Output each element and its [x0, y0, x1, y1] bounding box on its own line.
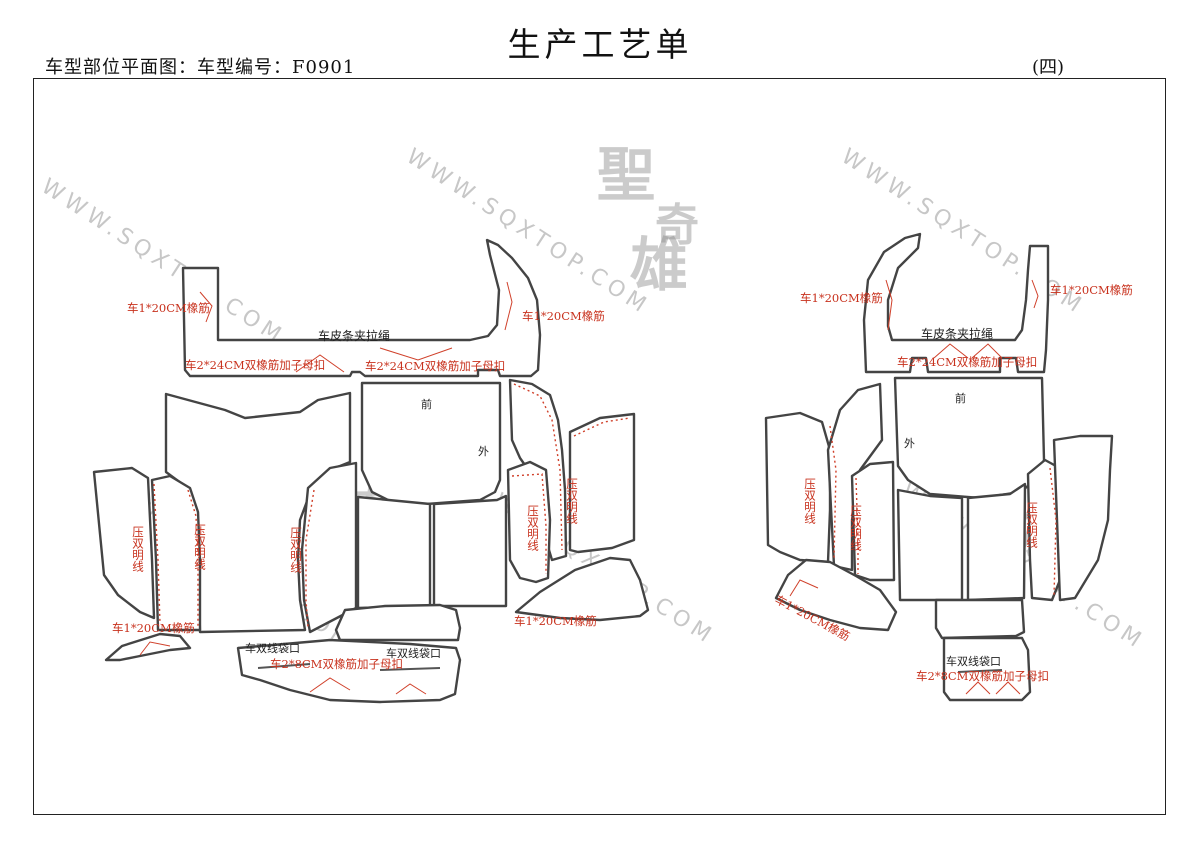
label-elastic-1x20: 车1*20CM橡筋: [1050, 283, 1133, 297]
left-center-tall-piece: [300, 461, 358, 634]
label-double-stitch: 压双明线: [131, 526, 145, 572]
left-far-piece: [92, 466, 156, 620]
label-leather-strip: 车皮条夹拉绳: [318, 328, 390, 343]
center-lower-left-piece: [356, 495, 432, 610]
left-inner-piece: [150, 474, 202, 632]
label-leather-strip: 车皮条夹拉绳: [921, 326, 993, 341]
label-front: 前: [421, 397, 432, 411]
right-far-piece: [568, 412, 636, 554]
watermark-brand: 雄: [630, 231, 688, 299]
page-title: 生产工艺单: [507, 25, 693, 64]
right-far-piece: [1052, 434, 1114, 602]
label-elastic-2x24: 车2*24CM双橡筋加子母扣: [365, 359, 505, 373]
watermark-brand: 奇: [655, 200, 699, 251]
label-elastic-1x20: 车1*20CM橡筋: [522, 309, 605, 323]
watermark-url: WWW.SQXTOP.COM: [37, 174, 290, 350]
bottom-right-blade-piece: [514, 556, 650, 622]
label-elastic-2x8: 车2*8CM双橡筋加子母扣: [916, 669, 1049, 683]
label-pocket: 车双线袋口: [386, 646, 441, 660]
center-lower-right-piece: [432, 494, 508, 608]
label-outside: 外: [478, 445, 489, 458]
right-inner-piece: [506, 460, 552, 584]
label-pocket: 车双线袋口: [946, 654, 1001, 668]
label-front: 前: [955, 391, 966, 405]
label-double-stitch: 压双明线: [526, 505, 540, 551]
front-floor-piece: [893, 376, 1046, 500]
left-far-piece: [764, 411, 832, 564]
label-elastic-1x20: 车1*20CM橡筋: [112, 621, 195, 635]
drawing-frame: [33, 78, 1166, 815]
bottom-strip-piece: [942, 636, 1032, 702]
watermark-brand: 聖: [597, 141, 655, 209]
label-double-stitch: 压双明线: [1025, 502, 1039, 548]
bottom-left-blade-piece: [774, 558, 898, 632]
center-tunnel-piece: [934, 598, 1026, 640]
label-double-stitch: 压双明线: [565, 478, 579, 524]
label-double-stitch: 压双明线: [193, 524, 207, 570]
label-elastic-1x20: 车1*20CM橡筋: [127, 301, 210, 315]
page-number: (四): [1032, 57, 1065, 78]
label-elastic-1x20: 车1*20CM橡筋: [514, 614, 597, 628]
label-double-stitch: 压双明线: [803, 478, 817, 524]
label-elastic-2x24: 车2*24CM双橡筋加子母扣: [185, 358, 325, 372]
label-elastic-2x24: 车2*24CM双橡筋加子母扣: [897, 355, 1037, 369]
label-double-stitch: 压双明线: [849, 505, 863, 551]
label-elastic-1x20: 车1*20CM橡筋: [800, 291, 883, 305]
center-lower-right-piece: [966, 482, 1027, 602]
rear-panel-piece: [181, 238, 542, 378]
bottom-left-blade-piece: [104, 632, 192, 662]
center-lower-left-piece: [896, 488, 964, 602]
left-pattern: 车1*20CM橡筋 车1*20CM橡筋 车皮条夹拉绳 车2*24CM双橡筋加子母…: [92, 238, 650, 704]
label-double-stitch: 压双明线: [289, 527, 303, 573]
label-outside: 外: [904, 437, 915, 450]
center-tunnel-piece: [334, 603, 462, 642]
model-subtitle: 车型部位平面图：车型编号：F0901: [45, 57, 356, 78]
bottom-long-strip-piece: [236, 638, 462, 704]
rear-panel-piece: [862, 232, 1050, 374]
label-elastic-2x8: 车2*8CM双橡筋加子母扣: [270, 657, 403, 671]
right-pattern: 车1*20CM橡筋 车1*20CM橡筋 车皮条夹拉绳 车2*24CM双橡筋加子母…: [764, 232, 1133, 702]
label-pocket: 车双线袋口: [245, 641, 300, 655]
